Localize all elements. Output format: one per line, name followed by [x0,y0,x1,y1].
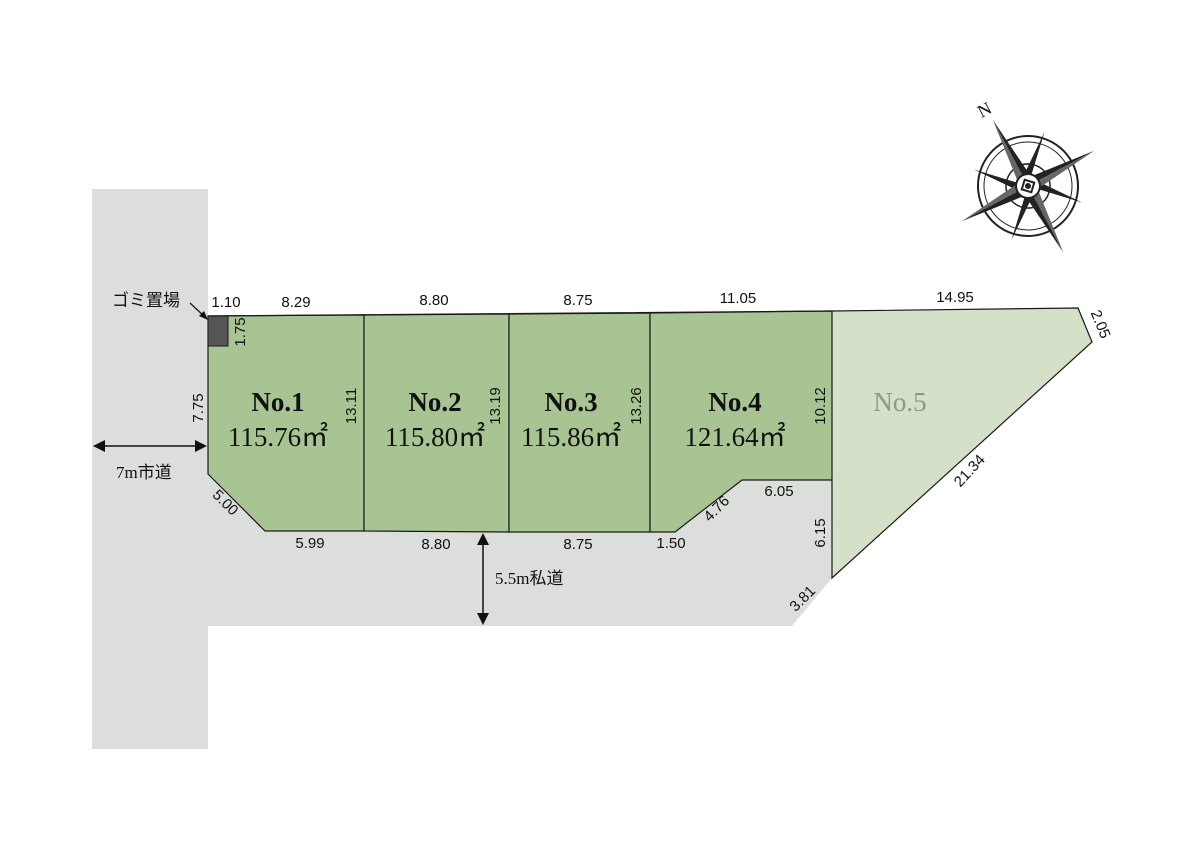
dim-top-3: 8.80 [419,292,448,309]
compass-rose-icon: N [961,98,1095,253]
dim-divider-3: 13.26 [628,387,645,425]
lot-5-name: No.5 [873,387,926,417]
garbage-arrow-head [199,311,208,320]
dim-notch-top: 6.05 [764,483,793,500]
dim-left-edge: 7.75 [190,393,207,422]
dim-divider-4: 10.12 [812,387,829,425]
lot-3-area: 115.86㎡ [521,422,621,452]
garbage-label: ゴミ置場 [112,290,180,310]
dim-bottom-1: 5.99 [295,535,324,552]
dim-right-tip: 2.05 [1087,308,1114,341]
lot-4-name: No.4 [708,387,761,417]
dim-top-5: 11.05 [720,290,756,307]
city-road [92,189,208,749]
dim-bottom-4: 1.50 [656,535,685,552]
dim-divider-2: 13.19 [487,387,504,425]
lot-5 [832,308,1092,578]
dim-divider-1: 13.11 [343,388,360,424]
lot-3-name: No.3 [544,387,597,417]
city-road-arrow-head-left [93,440,105,452]
dim-bottom-3: 8.75 [563,536,592,553]
boundary-top [207,307,1093,580]
private-road-arrow-head-top [477,533,489,545]
lot-1-name: No.1 [251,387,304,417]
dim-notch-side: 6.15 [812,518,829,547]
lot-2-area: 115.80㎡ [385,422,485,452]
city-road-label: 7m市道 [116,463,172,482]
dim-top-4: 8.75 [563,292,592,309]
private-road-arrow-head-bottom [477,613,489,625]
private-road-label: 5.5m私道 [495,569,563,588]
dim-garbage-depth: 1.75 [232,317,249,346]
dim-top-1: 1.10 [211,294,240,311]
compass-north-label: N [974,98,995,122]
city-road-arrow-head-right [195,440,207,452]
garbage-area [207,315,229,347]
dim-top-2: 8.29 [281,294,310,311]
dim-top-6: 14.95 [936,289,974,306]
dim-bottom-2: 8.80 [421,536,450,553]
lot-4-area: 121.64㎡ [684,422,785,452]
lot-2-name: No.2 [408,387,461,417]
lot-1-area: 115.76㎡ [228,422,328,452]
